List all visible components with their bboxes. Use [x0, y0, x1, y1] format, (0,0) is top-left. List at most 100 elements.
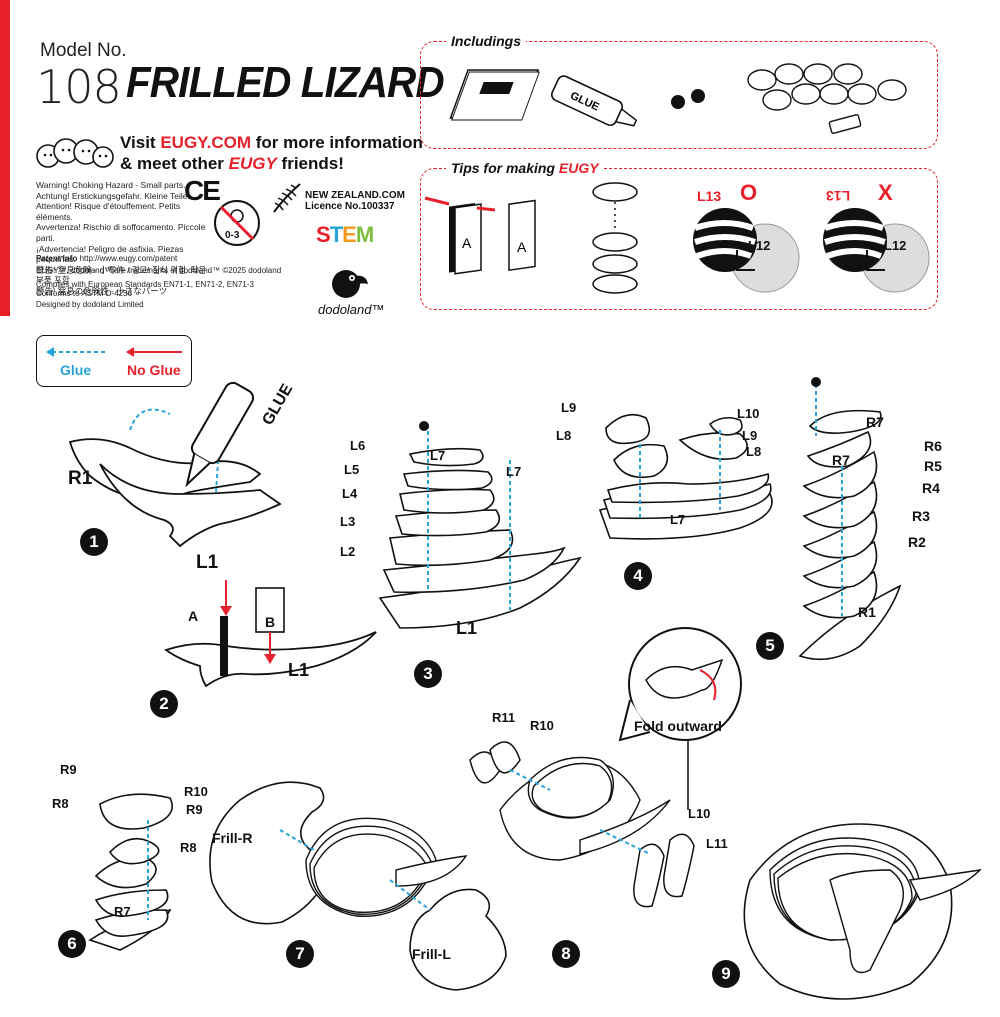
step-7-number: 7: [286, 940, 314, 968]
tips-illustration: A A: [424, 182, 930, 294]
astm-text: Conforms to ASTM D-4236: [36, 289, 133, 298]
tip-card-b: A: [517, 239, 527, 255]
step7-illustration: [209, 781, 507, 991]
step3-l3-label: L3: [340, 514, 356, 529]
legend-glue: Glue: [60, 362, 92, 378]
model-label: Model No.: [40, 40, 127, 61]
step2-illustration: [164, 580, 377, 688]
parts-icon: [747, 63, 907, 134]
model-number: 108: [36, 60, 122, 114]
step5-r6-label: R6: [924, 438, 942, 454]
step1-illustration: [68, 381, 282, 548]
site-link[interactable]: EUGY.COM: [160, 133, 252, 152]
card-press-tip: [424, 196, 536, 275]
legend-no-glue: No Glue: [127, 362, 181, 378]
step-8-number: 8: [552, 940, 580, 968]
fold-outward-label: Fold outward: [634, 718, 722, 734]
step3-l7-label-a: L7: [430, 448, 446, 463]
step3-l1-label: L1: [456, 618, 478, 638]
model-name: FRILLED LIZARD: [126, 58, 445, 107]
patent-info: Patent Info http://www.eugy.com/patent: [36, 254, 178, 263]
frill-l-label: Frill-L: [412, 946, 451, 962]
step6-r9b-label: R9: [186, 802, 203, 817]
step-2-number: 2: [150, 690, 178, 718]
step5-r3-label: R3: [912, 508, 930, 524]
step8-r10-label: R10: [530, 718, 554, 733]
step8-r11-label: R11: [492, 710, 516, 725]
tips-box: [420, 168, 938, 310]
step-3-number: 3: [414, 660, 442, 688]
legend-arrows: [46, 347, 182, 357]
frill-r-label: Frill-R: [212, 830, 253, 846]
step4-l10-label: L10: [737, 406, 760, 421]
wrong-orientation-tip: [823, 208, 930, 293]
tip-l12-label-a: L12: [748, 238, 771, 253]
step-9-number: 9: [712, 960, 740, 988]
glue-tube-icon: GLUE: [550, 75, 638, 127]
step2-l1-label: L1: [288, 660, 310, 680]
age-label: 0-3: [225, 230, 240, 241]
step5-r5-label: R5: [924, 458, 942, 474]
includings-title: Includings: [446, 33, 526, 49]
step5-r1-label: R1: [858, 604, 876, 620]
step2-b-label: B: [265, 614, 276, 630]
age-warning-icon: [214, 200, 260, 246]
step1-r1-label: R1: [68, 468, 93, 489]
step6-r7-label: R7: [114, 904, 131, 919]
step4-l7-label: L7: [670, 512, 686, 527]
step8-l11-label: L11: [706, 836, 728, 851]
step3-illustration: [378, 421, 582, 629]
tip-l13-label: L13: [697, 188, 722, 204]
step6-illustration: [88, 793, 173, 951]
step8-illustration: [469, 627, 742, 908]
step6-r10-label: R10: [184, 784, 208, 799]
visit-text: Visit EUGY.COM for more information & me…: [120, 133, 423, 173]
tip-l13-flipped: L13: [826, 188, 851, 204]
dodo-logo-icon: [332, 270, 368, 298]
tips-title: Tips for making EUGY: [446, 160, 604, 176]
step-5-number: 5: [756, 632, 784, 660]
legend-box: [36, 335, 192, 387]
designed-by: Designed by dodoland Limited: [36, 300, 144, 309]
tip-card-a: A: [462, 235, 472, 251]
step3-l4-label: L4: [342, 486, 358, 501]
step-4-number: 4: [624, 562, 652, 590]
step4-l8b-label: L8: [746, 444, 762, 459]
step3-l6-label: L6: [350, 438, 366, 453]
step3-l7-label-b: L7: [506, 464, 522, 479]
includings-box: [420, 41, 938, 149]
correct-mark: O: [740, 180, 758, 205]
side-color-bar: [0, 0, 10, 316]
step-1-number: 1: [80, 528, 108, 556]
step8-l10-label: L10: [688, 806, 711, 821]
step9-illustration: [743, 823, 982, 1000]
eugy-friends-icon: [36, 138, 114, 168]
step4-illustration: [598, 413, 773, 540]
warning-list: Warning! Choking Hazard - Small parts. A…: [36, 180, 207, 296]
step1-l1-label: L1: [196, 552, 219, 573]
tip-l12-label-b: L12: [884, 238, 907, 253]
step4-l8-label: L8: [556, 428, 572, 443]
step5-r2-label: R2: [908, 534, 926, 550]
fern-icon: [273, 183, 301, 213]
nz-licence: NEW ZEALAND.COM Licence No.100337: [305, 190, 405, 212]
step3-l2-label: L2: [340, 544, 356, 559]
step4-l9-label: L9: [561, 400, 577, 415]
correct-orientation-tip: [693, 208, 800, 293]
step6-r9-label: R9: [60, 762, 77, 777]
step5-r7a-label: R7: [866, 414, 884, 430]
disc-stack-tip: [592, 182, 638, 294]
instruction-booklet-icon: [449, 69, 540, 121]
step2-a-label: A: [188, 608, 199, 624]
step6-r8b-label: R8: [180, 840, 197, 855]
standards-text: Complies with European Standards EN71-1,…: [36, 280, 254, 289]
step3-l5-label: L5: [344, 462, 360, 477]
wrong-mark: X: [878, 180, 893, 205]
step5-r4-label: R4: [922, 480, 940, 496]
step5-r7b-label: R7: [832, 452, 850, 468]
ce-mark: CE: [184, 175, 221, 206]
step4-l9b-label: L9: [742, 428, 758, 443]
dodoland-logo: dodoland™: [318, 302, 385, 317]
includings-illustration: GLUE: [449, 63, 907, 134]
step-6-number: 6: [58, 930, 86, 958]
